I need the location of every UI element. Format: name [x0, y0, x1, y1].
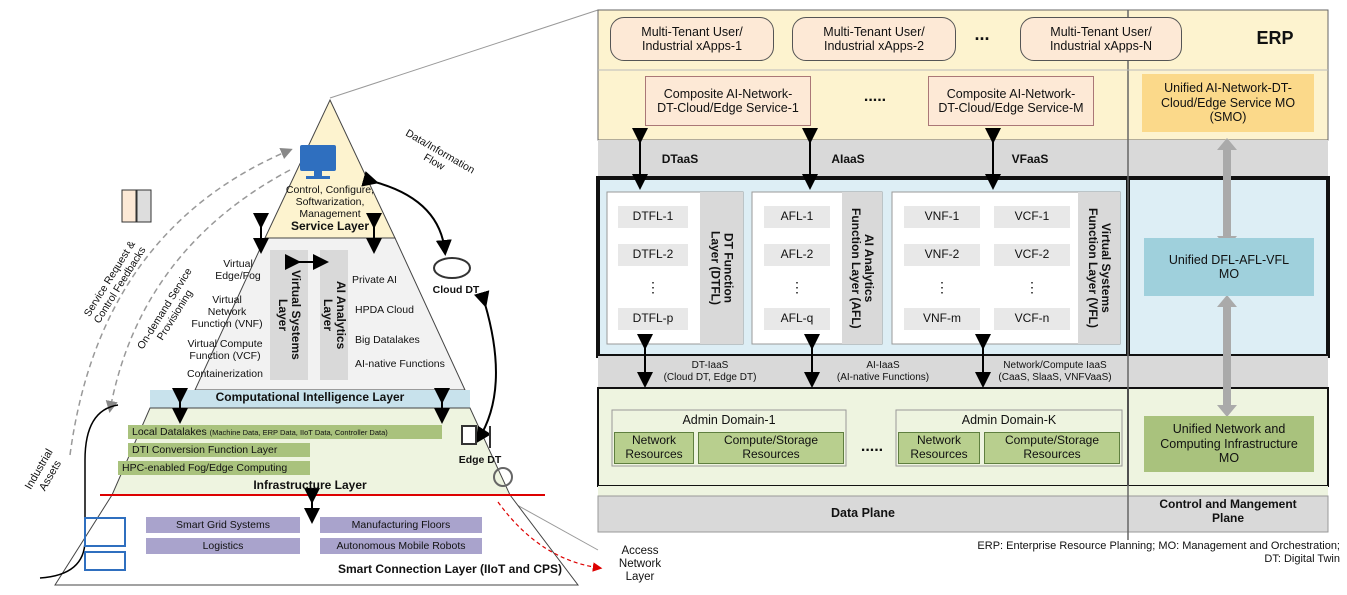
infra-item-3: HPC-enabled Fog/Edge Computing [118, 461, 310, 475]
vnf-2: VNF-2 [904, 244, 980, 266]
service-m: Composite AI-Network- DT-Cloud/Edge Serv… [928, 76, 1094, 126]
dtfl-p: DTFL-p [618, 308, 688, 330]
vsl-bar [270, 250, 308, 380]
afl-2: AFL-2 [764, 244, 830, 266]
cil-band [150, 390, 470, 408]
services-ellipsis: ..... [863, 88, 887, 105]
admin-k-compute: Compute/Storage Resources [984, 432, 1120, 464]
smart-title: Smart Connection Layer (IIoT and CPS) [337, 562, 563, 576]
gear-icon [493, 467, 513, 487]
dtfl-title: DT Function Layer (DTFL) [708, 230, 736, 305]
data-plane-band [597, 495, 1129, 533]
admin-k-network: Network Resources [898, 432, 980, 464]
admin-domain-1-title: Admin Domain-1 [682, 413, 776, 427]
vcf-n: VCF-n [994, 308, 1070, 330]
infra-item-2: DTI Conversion Function Layer [128, 443, 310, 457]
aal-bar [320, 250, 348, 380]
app-1: Multi-Tenant User/ Industrial xApps-1 [610, 17, 774, 61]
admin-1-network: Network Resources [614, 432, 694, 464]
compute-iaas-label: Network/Compute IaaS (CaaS, SlaaS, VNFVa… [998, 360, 1112, 383]
smart-item-1: Smart Grid Systems [146, 517, 300, 533]
vsl-item-2: Virtual Network Function (VNF) [191, 294, 263, 331]
cloud-icon [433, 257, 471, 279]
afl-title: AI Analytics Function Layer (AFL) [849, 207, 877, 329]
vfl-title: Virtual Systems Function Layer (VFL) [1086, 208, 1114, 328]
smart-item-3: Logistics [146, 538, 300, 554]
smart-item-4: Autonomous Mobile Robots [320, 538, 482, 554]
app-n: Multi-Tenant User/ Industrial xApps-N [1020, 17, 1182, 61]
vsl-item-1: Virtual Edge/Fog [215, 258, 261, 283]
vnf-m: VNF-m [904, 308, 980, 330]
edge-tower-icon [461, 425, 477, 445]
vnf-1: VNF-1 [904, 206, 980, 228]
dtfl-1: DTFL-1 [618, 206, 688, 228]
cil-title: Computational Intelligence Layer [215, 390, 405, 404]
dt-iaas-label: DT-IaaS (Cloud DT, Edge DT) [663, 360, 757, 383]
aal-item-4: AI-native Functions [355, 358, 445, 370]
control-plane-label: Control and Mangement Plane [1159, 497, 1297, 525]
aal-item-1: Private AI [352, 274, 397, 286]
vsl-title: Virtual Systems Layer [276, 270, 304, 360]
vcf-ellipsis: ⋮ [1025, 278, 1039, 295]
app-2: Multi-Tenant User/ Industrial xApps-2 [792, 17, 956, 61]
service-layer-desc: Control, Configure, Softwarization, Mana… [285, 184, 375, 221]
admin-1-compute: Compute/Storage Resources [698, 432, 844, 464]
document-icon [121, 189, 137, 223]
vsl-item-3: Virtual Compute Function (VCF) [187, 338, 263, 363]
aal-item-3: Big Datalakes [355, 334, 420, 346]
ai-iaas-label: AI-IaaS (AI-native Functions) [836, 360, 930, 383]
dtaas-label: DTaaS [661, 152, 699, 166]
aas-band [598, 140, 1328, 178]
infra-item-1: Local Datalakes (Machine Data, ERP Data,… [128, 425, 442, 439]
footnote: ERP: Enterprise Resource Planning; MO: M… [977, 540, 1340, 565]
aal-item-2: HPDA Cloud [355, 304, 414, 316]
afl-q: AFL-q [764, 308, 830, 330]
monitor-icon [300, 145, 336, 171]
vnf-ellipsis: ⋮ [935, 278, 949, 295]
zoom-line-top [329, 9, 599, 99]
afl-1: AFL-1 [764, 206, 830, 228]
infra-title: Infrastructure Layer [253, 478, 367, 492]
aal-title: AI Analytics Layer [321, 280, 349, 350]
unified-infra-box: Unified Network and Computing Infrastruc… [1144, 416, 1314, 472]
vfaas-label: VFaaS [1011, 152, 1049, 166]
vcf-2: VCF-2 [994, 244, 1070, 266]
edge-dt-label: Edge DT [458, 454, 502, 466]
dtfl-ellipsis: ⋮ [646, 278, 660, 295]
factory-icon [84, 517, 126, 547]
erp-label: ERP [1256, 28, 1294, 48]
domains-ellipsis: ..... [860, 438, 884, 455]
unified-dfl-box: Unified DFL-AFL-VFL MO [1144, 238, 1314, 296]
iaas-band [598, 356, 1328, 388]
service-layer-title: Service Layer [290, 219, 370, 233]
apps-ellipsis: ... [974, 24, 990, 44]
admin-domain-k-title: Admin Domain-K [961, 413, 1057, 427]
vcf-1: VCF-1 [994, 206, 1070, 228]
smo-box: Unified AI-Network-DT- Cloud/Edge Servic… [1142, 74, 1314, 132]
access-network-label: Access Network Layer [618, 545, 662, 584]
afl-ellipsis: ⋮ [790, 278, 804, 295]
aiaas-label: AIaaS [831, 152, 865, 166]
data-plane-label: Data Plane [831, 506, 895, 520]
smart-item-2: Manufacturing Floors [320, 517, 482, 533]
dtfl-2: DTFL-2 [618, 244, 688, 266]
cloud-dt-label: Cloud DT [432, 284, 480, 296]
service-1: Composite AI-Network- DT-Cloud/Edge Serv… [645, 76, 811, 126]
vsl-item-4: Containerization [187, 368, 263, 380]
